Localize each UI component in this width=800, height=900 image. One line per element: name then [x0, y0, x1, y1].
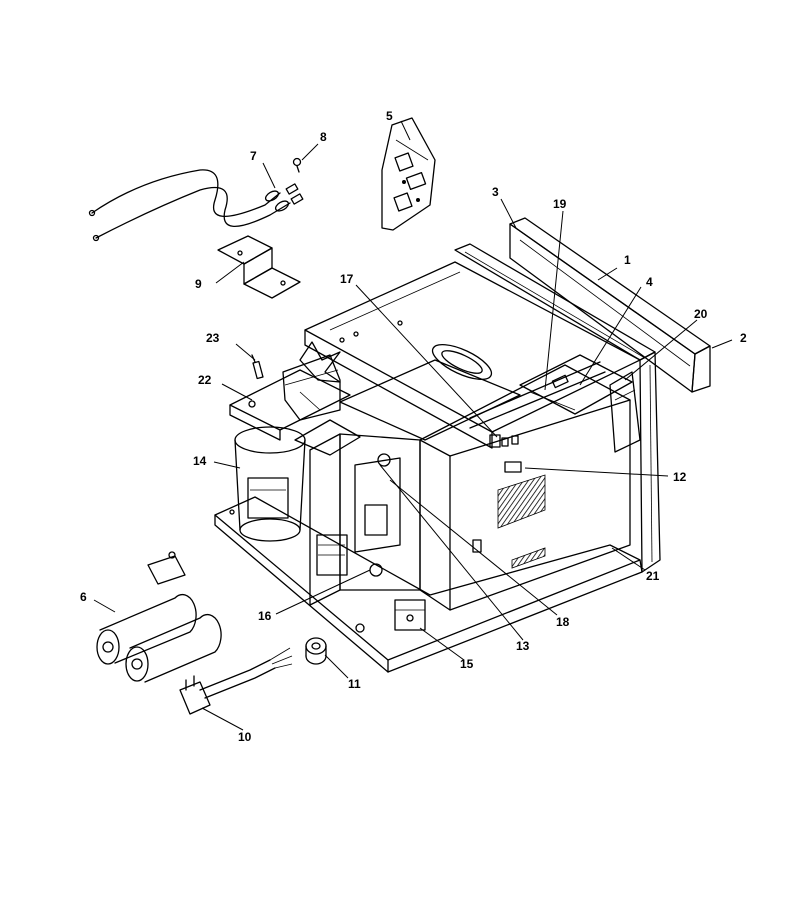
part-9-bracket — [217, 235, 301, 299]
part-22-fan-motor-support — [229, 369, 351, 441]
capacitor-clip — [147, 551, 186, 585]
callout-5: 5 — [386, 109, 393, 123]
callout-12: 12 — [673, 470, 687, 484]
callout-8: 8 — [320, 130, 327, 144]
part-15-relay — [394, 599, 426, 631]
cabinet-top-shelf — [304, 261, 641, 449]
callout-7: 7 — [250, 149, 257, 163]
part-10-power-cord — [179, 647, 293, 715]
fan-motor — [282, 341, 341, 421]
part-6-capacitor-right — [125, 614, 222, 683]
callout-23: 23 — [206, 331, 220, 345]
callout-18: 18 — [556, 615, 570, 629]
part-5-control-panel — [381, 117, 436, 231]
part-6-capacitor-left — [96, 594, 197, 665]
cavity-vent-lower — [511, 547, 546, 569]
part-7-wire-harness — [88, 169, 304, 242]
part-14-high-voltage-transformer — [234, 426, 306, 542]
part-8-screw — [292, 157, 302, 173]
callout-22: 22 — [198, 373, 212, 387]
callout-1: 1 — [624, 253, 631, 267]
callout-11: 11 — [348, 677, 361, 691]
part-4-pcb-bracket — [519, 354, 633, 415]
callout-20: 20 — [694, 307, 708, 321]
callout-10: 10 — [238, 730, 252, 744]
oven-cavity — [419, 364, 631, 611]
part-3-choke-cover-bar — [509, 217, 711, 393]
callout-17: 17 — [340, 272, 354, 286]
callout-14: 14 — [193, 454, 207, 468]
callout-3: 3 — [492, 185, 499, 199]
callout-13: 13 — [516, 639, 530, 653]
callout-19: 19 — [553, 197, 567, 211]
stirrer-cover — [339, 343, 521, 441]
callout-16: 16 — [258, 609, 272, 623]
callout-6: 6 — [80, 590, 87, 604]
callout-15: 15 — [460, 657, 474, 671]
callout-2: 2 — [740, 331, 747, 345]
cabinet-base-plate — [214, 496, 643, 673]
part-12-interlock-switch — [489, 434, 522, 473]
callout-9: 9 — [195, 277, 202, 291]
part-20-side-plate — [609, 371, 641, 453]
part-11-bushing — [305, 637, 327, 665]
cavity-vent-right — [497, 474, 546, 529]
callout-21: 21 — [646, 569, 660, 583]
magnetron-support-frame — [294, 419, 421, 606]
part-1-door-frame — [454, 243, 661, 573]
callout-labels: 5 7 8 9 3 19 1 4 17 20 2 23 22 14 12 21 … — [80, 109, 747, 744]
callout-4: 4 — [646, 275, 653, 289]
leader-lines — [93, 120, 733, 731]
